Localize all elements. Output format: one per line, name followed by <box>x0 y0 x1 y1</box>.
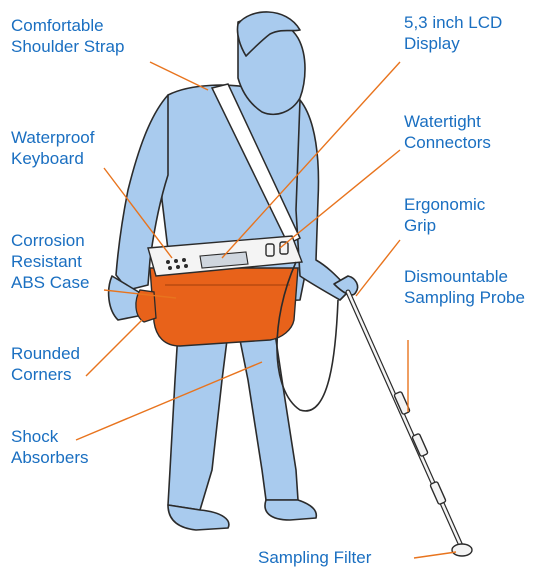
label-sampling-probe: Dismountable Sampling Probe <box>404 266 525 308</box>
label-sampling-probe-line1: Dismountable <box>404 266 525 287</box>
label-lcd-display-line2: Display <box>404 33 502 54</box>
label-connectors: Watertight Connectors <box>404 111 491 153</box>
label-rounded-corners-line1: Rounded <box>11 343 80 364</box>
label-sampling-probe-line2: Sampling Probe <box>404 287 525 308</box>
label-keyboard-line2: Keyboard <box>11 148 94 169</box>
label-abs-case-line2: Resistant <box>11 251 89 272</box>
label-keyboard: Waterproof Keyboard <box>11 127 94 169</box>
label-shoulder-strap: Comfortable Shoulder Strap <box>11 15 124 57</box>
label-sampling-filter: Sampling Filter <box>258 547 371 568</box>
label-shoulder-strap-line2: Shoulder Strap <box>11 36 124 57</box>
label-abs-case: Corrosion Resistant ABS Case <box>11 230 89 293</box>
label-connectors-line1: Watertight <box>404 111 491 132</box>
label-keyboard-line1: Waterproof <box>11 127 94 148</box>
leader-filter <box>414 552 456 558</box>
label-grip-line2: Grip <box>404 215 485 236</box>
leader-strap <box>150 62 208 90</box>
label-shock-absorbers-line2: Absorbers <box>11 447 88 468</box>
leader-shock <box>76 362 262 440</box>
label-rounded-corners: Rounded Corners <box>11 343 80 385</box>
sampling-filter <box>452 544 472 556</box>
label-shock-absorbers: Shock Absorbers <box>11 426 88 468</box>
label-connectors-line2: Connectors <box>404 132 491 153</box>
label-rounded-corners-line2: Corners <box>11 364 80 385</box>
label-grip-line1: Ergonomic <box>404 194 485 215</box>
leader-corners <box>86 320 142 376</box>
label-abs-case-line1: Corrosion <box>11 230 89 251</box>
label-lcd-display: 5,3 inch LCD Display <box>404 12 502 54</box>
label-sampling-filter-line1: Sampling Filter <box>258 547 371 568</box>
label-lcd-display-line1: 5,3 inch LCD <box>404 12 502 33</box>
label-shock-absorbers-line1: Shock <box>11 426 88 447</box>
label-shoulder-strap-line1: Comfortable <box>11 15 124 36</box>
leader-grip <box>356 240 400 296</box>
probe-sections <box>394 391 446 504</box>
label-grip: Ergonomic Grip <box>404 194 485 236</box>
label-abs-case-line3: ABS Case <box>11 272 89 293</box>
